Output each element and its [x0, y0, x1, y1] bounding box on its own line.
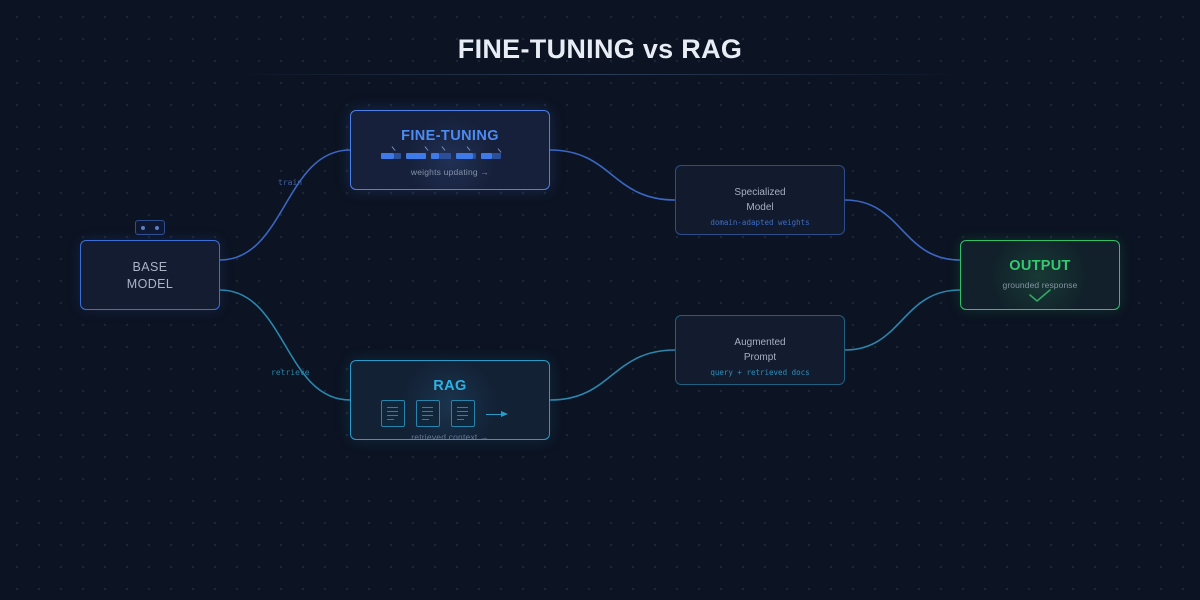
- page-title: FINE-TUNING vs RAG: [457, 34, 743, 64]
- fine-tuning-node[interactable]: FINE-TUNING weights updating →: [350, 110, 550, 190]
- title-divider: [250, 74, 950, 75]
- augmented-prompt-subtitle: query + retrieved docs: [710, 368, 810, 377]
- edge-augmented-to-output: [844, 289, 961, 351]
- augmented-prompt-label: Augmented Prompt: [676, 335, 844, 365]
- base-model-node[interactable]: BASE MODEL: [80, 240, 220, 310]
- edge-rag-to-augmented: [549, 349, 676, 401]
- arrow-head-icon: [501, 410, 508, 417]
- edge-label-retrieve: retrieve: [271, 368, 310, 377]
- fine-tuning-subtitle: weights updating →: [410, 167, 490, 177]
- fine-tuning-glow: [406, 116, 496, 189]
- edge-specialized-to-output: [844, 199, 961, 261]
- rag-title: RAG: [433, 378, 467, 394]
- specialized-model-node[interactable]: Specialized Model domain-adapted weights: [675, 165, 845, 235]
- edge-base-to-fine-tuning: [219, 149, 351, 261]
- rag-subtitle: retrieved context →: [411, 432, 489, 440]
- output-title: OUTPUT: [1009, 258, 1071, 274]
- edge-label-train: train: [278, 178, 303, 187]
- document-icon: [451, 400, 475, 427]
- check-icon: [1029, 289, 1051, 302]
- specialized-model-subtitle: domain-adapted weights: [710, 218, 810, 227]
- augmented-prompt-node[interactable]: Augmented Prompt query + retrieved docs: [675, 315, 845, 385]
- edge-fine-tuning-to-specialized: [549, 149, 676, 201]
- base-model-label: BASE MODEL: [81, 259, 219, 293]
- document-icon: [381, 400, 405, 427]
- base-model-label-text: BASE MODEL: [126, 260, 174, 291]
- output-node[interactable]: OUTPUT grounded response: [960, 240, 1120, 310]
- robot-icon: [135, 220, 165, 235]
- output-subtitle: grounded response: [1002, 280, 1078, 290]
- weight-bars-icon: [381, 146, 505, 161]
- output-glow: [989, 241, 1089, 309]
- document-icon: [416, 400, 440, 427]
- augmented-prompt-label-text: Augmented Prompt: [734, 337, 786, 363]
- fine-tuning-title: FINE-TUNING: [401, 128, 499, 144]
- arrow-right-icon: [486, 413, 502, 415]
- edge-base-to-rag: [219, 289, 351, 401]
- specialized-model-label: Specialized Model: [676, 185, 844, 215]
- specialized-model-label-text: Specialized Model: [734, 187, 786, 213]
- rag-node[interactable]: RAG retrieved context →: [350, 360, 550, 440]
